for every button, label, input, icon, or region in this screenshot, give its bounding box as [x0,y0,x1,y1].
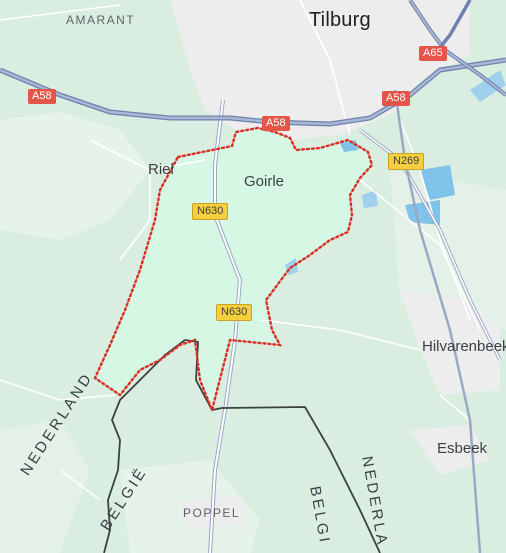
place-label-riel[interactable]: Riel [148,161,174,178]
road-shield-a58-west: A58 [28,89,56,104]
place-label-tilburg[interactable]: Tilburg [309,9,371,31]
place-label-poppel: POPPEL [183,506,241,520]
place-label-goirle[interactable]: Goirle [244,173,285,190]
road-shield-a58-east: A58 [382,91,410,106]
road-shield-n630-north: N630 [192,203,229,220]
hilvarenbeek-urban-area [400,290,500,395]
goirle-municipality-boundary [93,126,374,414]
water-pond-1 [420,165,455,200]
water-pond-3 [470,70,506,102]
local-roads [0,0,481,501]
open-land-southwest [0,420,90,553]
road-shield-a58-center: A58 [262,116,290,131]
place-label-amarant: AMARANT [66,13,136,27]
goirle-municipality-area [95,128,372,410]
road-shield-n269: N269 [388,153,425,170]
national-border-west [103,339,186,553]
place-label-hilvarenbeek[interactable]: Hilvarenbeek [422,338,506,355]
road-shield-a65: A65 [419,46,447,61]
water-pond-4 [340,140,358,152]
water-pond-5 [362,190,378,208]
esbeek-urban-area [410,425,490,475]
open-land-west [0,112,150,240]
road-shield-n630-south: N630 [216,304,253,321]
place-label-esbeek[interactable]: Esbeek [437,440,488,457]
